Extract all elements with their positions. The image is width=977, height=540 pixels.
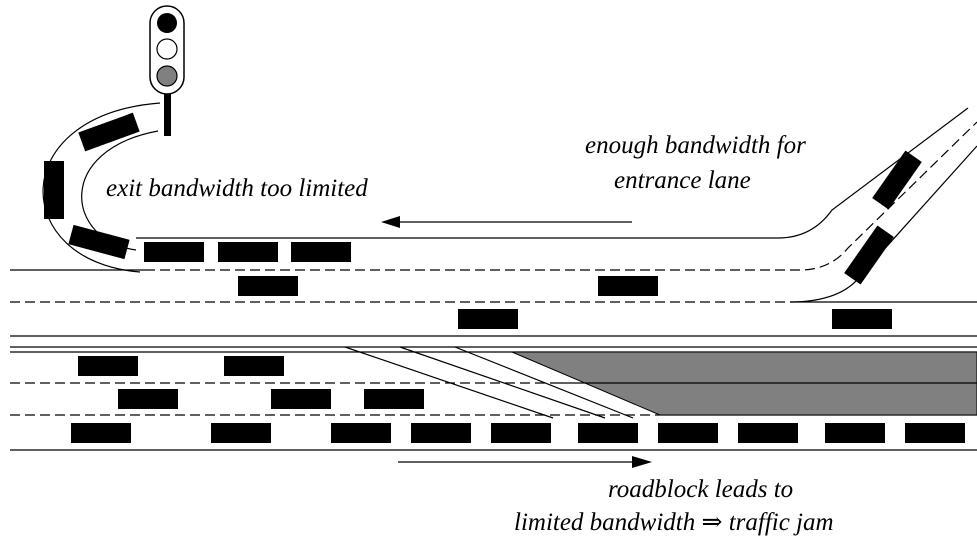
traffic-light	[149, 5, 185, 136]
car	[458, 309, 518, 329]
car	[118, 389, 178, 409]
roadblock-label-line2: limited bandwidth ⇒ traffic jam	[514, 509, 834, 536]
exit-bandwidth-label: exit bandwidth too limited	[106, 175, 368, 202]
merge-line-3	[454, 346, 634, 419]
traffic-light-pole	[164, 94, 171, 136]
exit-ramp-outer	[42, 102, 161, 273]
entrance-bandwidth-label-line2: entrance lane	[614, 167, 751, 194]
car	[218, 242, 278, 262]
upper-road	[10, 107, 977, 337]
car	[844, 225, 894, 285]
car	[78, 356, 138, 376]
car	[364, 389, 424, 409]
car	[78, 112, 140, 152]
roadblock-label-line1: roadblock leads to	[608, 476, 794, 503]
car	[238, 276, 298, 296]
car	[271, 389, 331, 409]
car	[872, 150, 922, 210]
car	[71, 423, 131, 443]
car	[68, 224, 130, 260]
entrance-ramp-right-edge	[789, 145, 977, 303]
car	[905, 423, 965, 443]
car	[144, 242, 204, 262]
car	[832, 309, 892, 329]
car	[491, 423, 551, 443]
traffic-light-lamp-bottom	[156, 65, 178, 87]
car	[291, 242, 351, 262]
car	[331, 423, 391, 443]
traffic-light-lamp-middle	[156, 38, 178, 60]
merge-line-1	[344, 346, 554, 419]
traffic-light-lamp-top	[157, 13, 177, 33]
car	[224, 356, 284, 376]
car	[411, 423, 471, 443]
entrance-lane-divider	[145, 121, 977, 271]
car	[825, 423, 885, 443]
cars	[44, 112, 965, 443]
car	[598, 276, 658, 296]
car	[658, 423, 718, 443]
arrows	[381, 216, 652, 468]
exit-arrow-head	[381, 216, 400, 228]
entrance-ramp-left-edge	[777, 107, 969, 239]
roadblock-arrow-head	[632, 456, 652, 468]
entrance-bandwidth-label-line1: enough bandwidth for	[585, 132, 806, 159]
car	[211, 423, 271, 443]
car	[578, 423, 638, 443]
car	[738, 423, 798, 443]
car	[44, 161, 64, 219]
merge-line-2	[399, 346, 606, 419]
